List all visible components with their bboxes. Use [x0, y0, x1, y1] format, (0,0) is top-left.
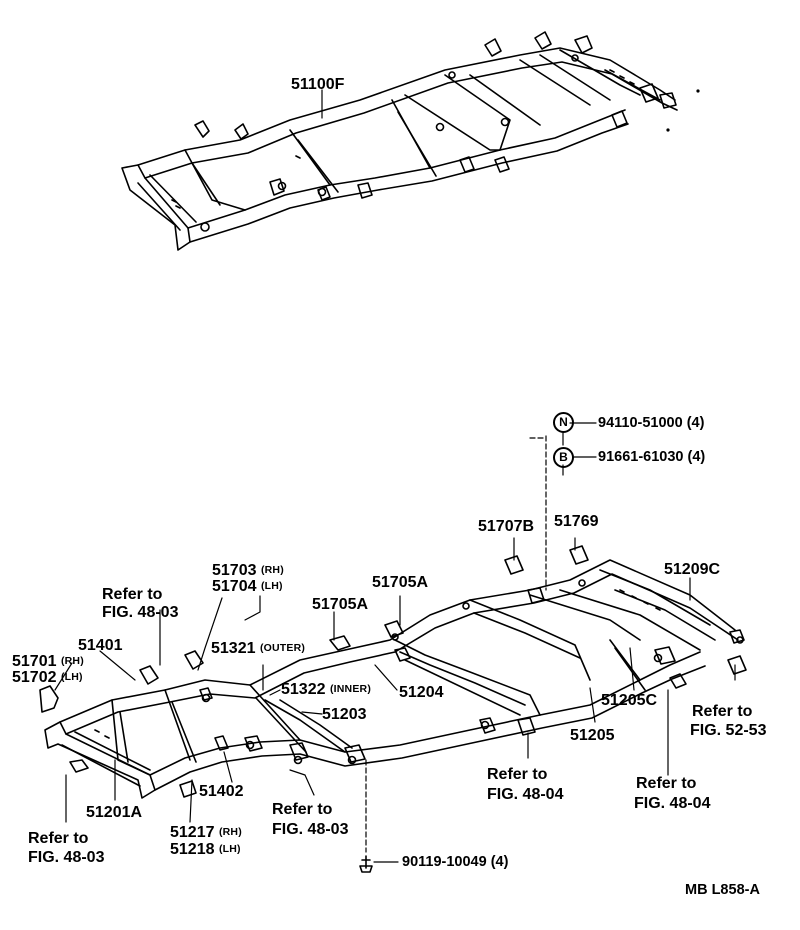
fig-48-04-mid: FIG. 48-04: [487, 786, 564, 803]
fig-48-03-bottom-mid: FIG. 48-03: [272, 821, 349, 838]
refer-to-fig-48-03-top: Refer to: [102, 586, 163, 603]
refer-to-fig-48-04-right: Refer to: [636, 775, 697, 792]
part-51203: 51203: [322, 706, 367, 723]
part-51705A-lower: 51705A: [312, 596, 369, 613]
part-51704: 51704 (LH): [212, 578, 283, 595]
part-51204: 51204: [399, 684, 444, 701]
part-51707B: 51707B: [478, 518, 535, 535]
part-51769: 51769: [554, 513, 599, 530]
fig-52-53: FIG. 52-53: [690, 722, 767, 739]
part-51322: 51322 (INNER): [281, 681, 372, 698]
nut-n-icon: N: [553, 412, 574, 433]
part-51702: 51702 (LH): [12, 669, 83, 686]
upper-frame-assembly: [121, 31, 700, 251]
refer-to-fig-48-03-bottom-left: Refer to: [28, 830, 89, 847]
lower-frame-assembly: [39, 545, 747, 873]
part-51401: 51401: [78, 637, 123, 654]
part-51402: 51402: [199, 783, 244, 800]
bolt-b-icon: B: [553, 447, 574, 468]
part-51217: 51217 (RH): [170, 824, 242, 841]
part-51701: 51701 (RH): [12, 653, 84, 670]
refer-to-fig-48-04-mid: Refer to: [487, 766, 548, 783]
part-51321: 51321 (OUTER): [211, 640, 306, 657]
part-51205: 51205: [570, 727, 615, 744]
fig-48-03-top: FIG. 48-03: [102, 604, 179, 621]
fig-48-04-right: FIG. 48-04: [634, 795, 711, 812]
part-91661-61030: 91661-61030 (4): [598, 449, 706, 465]
part-51703: 51703 (RH): [212, 562, 284, 579]
refer-to-fig-48-03-bottom-mid: Refer to: [272, 801, 333, 818]
part-51205C: 51205C: [601, 692, 658, 709]
part-51201A: 51201A: [86, 804, 143, 821]
part-51705A-upper: 51705A: [372, 574, 429, 591]
leader-lines: [54, 89, 736, 863]
diagram-code: MB L858-A: [685, 882, 760, 898]
part-90119-10049: 90119-10049 (4): [402, 854, 509, 870]
fig-48-03-bottom-left: FIG. 48-03: [28, 849, 105, 866]
part-94110-51000: 94110-51000 (4): [598, 415, 705, 431]
part-51100F: 51100F: [291, 76, 345, 93]
refer-to-fig-52-53: Refer to: [692, 703, 753, 720]
part-51209C: 51209C: [664, 561, 721, 578]
part-51218: 51218 (LH): [170, 841, 241, 858]
